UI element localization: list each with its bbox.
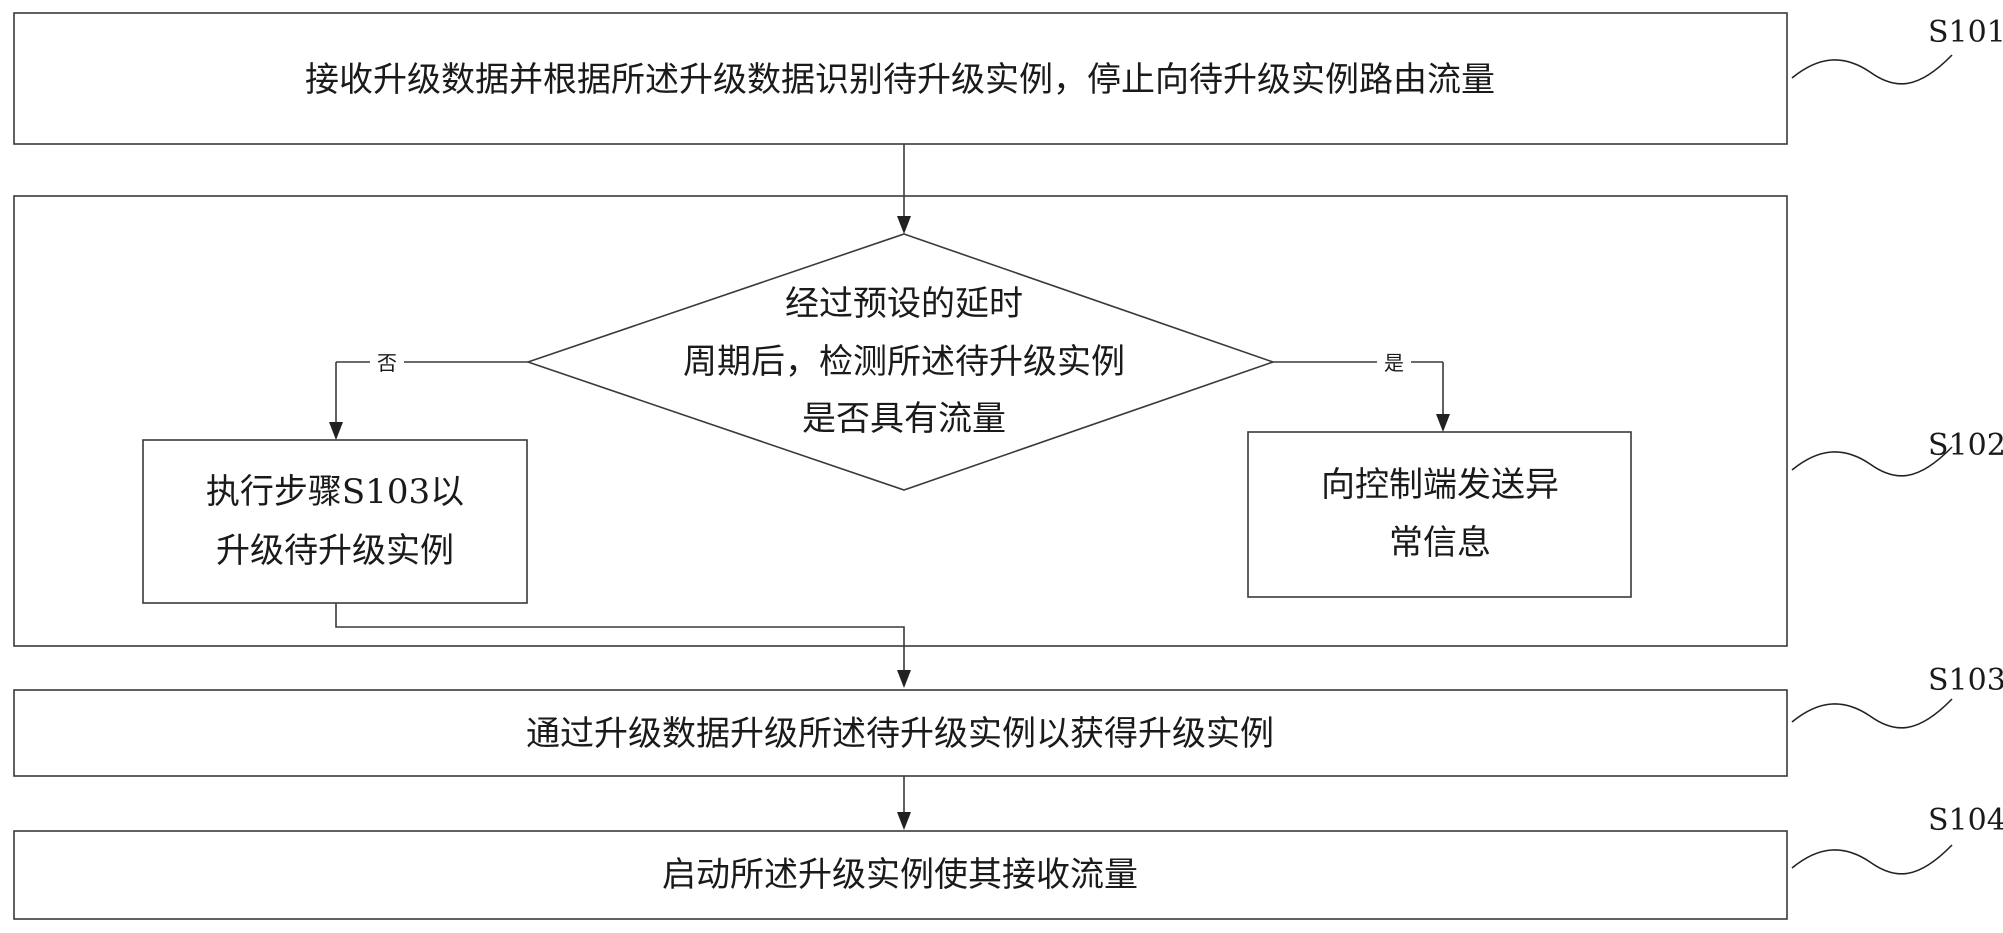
yes-outcome-line2: 常信息 — [1389, 523, 1491, 563]
step-s103-leader — [1791, 698, 1953, 729]
no-outcome-line1: 执行步骤S103以 — [206, 472, 464, 512]
step-s104-leader — [1791, 844, 1953, 875]
no-outcome-box — [142, 439, 528, 604]
step-s101-text: 接收升级数据并根据所述升级数据识别待升级实例，停止向待升级实例路由流量 — [305, 60, 1495, 100]
step-s103-text: 通过升级数据升级所述待升级实例以获得升级实例 — [526, 714, 1274, 754]
step-s103-label: S103 — [1928, 663, 2003, 698]
step-s104-box — [13, 830, 1788, 920]
step-s101-box — [13, 12, 1788, 145]
arrowhead-s104 — [897, 812, 911, 830]
decision-text-line1: 经过预设的延时 — [785, 284, 1023, 324]
step-s101-leader — [1791, 54, 1953, 85]
step-s101-label: S101 — [1928, 15, 2003, 50]
yes-outcome-line1: 向控制端发送异 — [1321, 465, 1559, 505]
branch-no-label-bg — [370, 350, 404, 374]
arrowhead-decision — [897, 216, 911, 234]
step-s102-label: S102 — [1928, 428, 2003, 463]
decision-text-line2: 周期后，检测所述待升级实例 — [683, 342, 1125, 382]
arrowhead-no-box — [329, 422, 343, 440]
step-s104-text: 启动所述升级实例使其接收流量 — [662, 855, 1138, 895]
yes-outcome: 向控制端发送异 常信息 — [1247, 431, 1632, 598]
step-s102-frame — [13, 195, 1788, 647]
step-s103-box — [13, 689, 1788, 777]
connector-no-to-s103 — [335, 603, 905, 671]
decision-diamond — [525, 233, 1276, 491]
yes-outcome-box — [1247, 431, 1632, 598]
branch-yes-label-bg — [1377, 350, 1411, 374]
arrowhead-yes-box — [1436, 414, 1450, 432]
branch-yes-label: 是 — [1384, 351, 1404, 375]
arrowhead-s103 — [897, 670, 911, 688]
step-s104-label: S104 — [1928, 803, 2003, 838]
decision-node: 经过预设的延时 周期后，检测所述待升级实例 是否具有流量 — [525, 233, 1276, 491]
step-s102-leader — [1791, 446, 1953, 477]
step-s103: 通过升级数据升级所述待升级实例以获得升级实例 — [13, 689, 1788, 777]
no-outcome: 执行步骤S103以 升级待升级实例 — [142, 439, 528, 604]
decision-text-line3: 是否具有流量 — [802, 399, 1006, 439]
branch-no-label: 否 — [377, 351, 397, 375]
step-s101: 接收升级数据并根据所述升级数据识别待升级实例，停止向待升级实例路由流量 — [13, 12, 1788, 145]
step-s104: 启动所述升级实例使其接收流量 — [13, 830, 1788, 920]
no-outcome-line2: 升级待升级实例 — [216, 531, 454, 571]
